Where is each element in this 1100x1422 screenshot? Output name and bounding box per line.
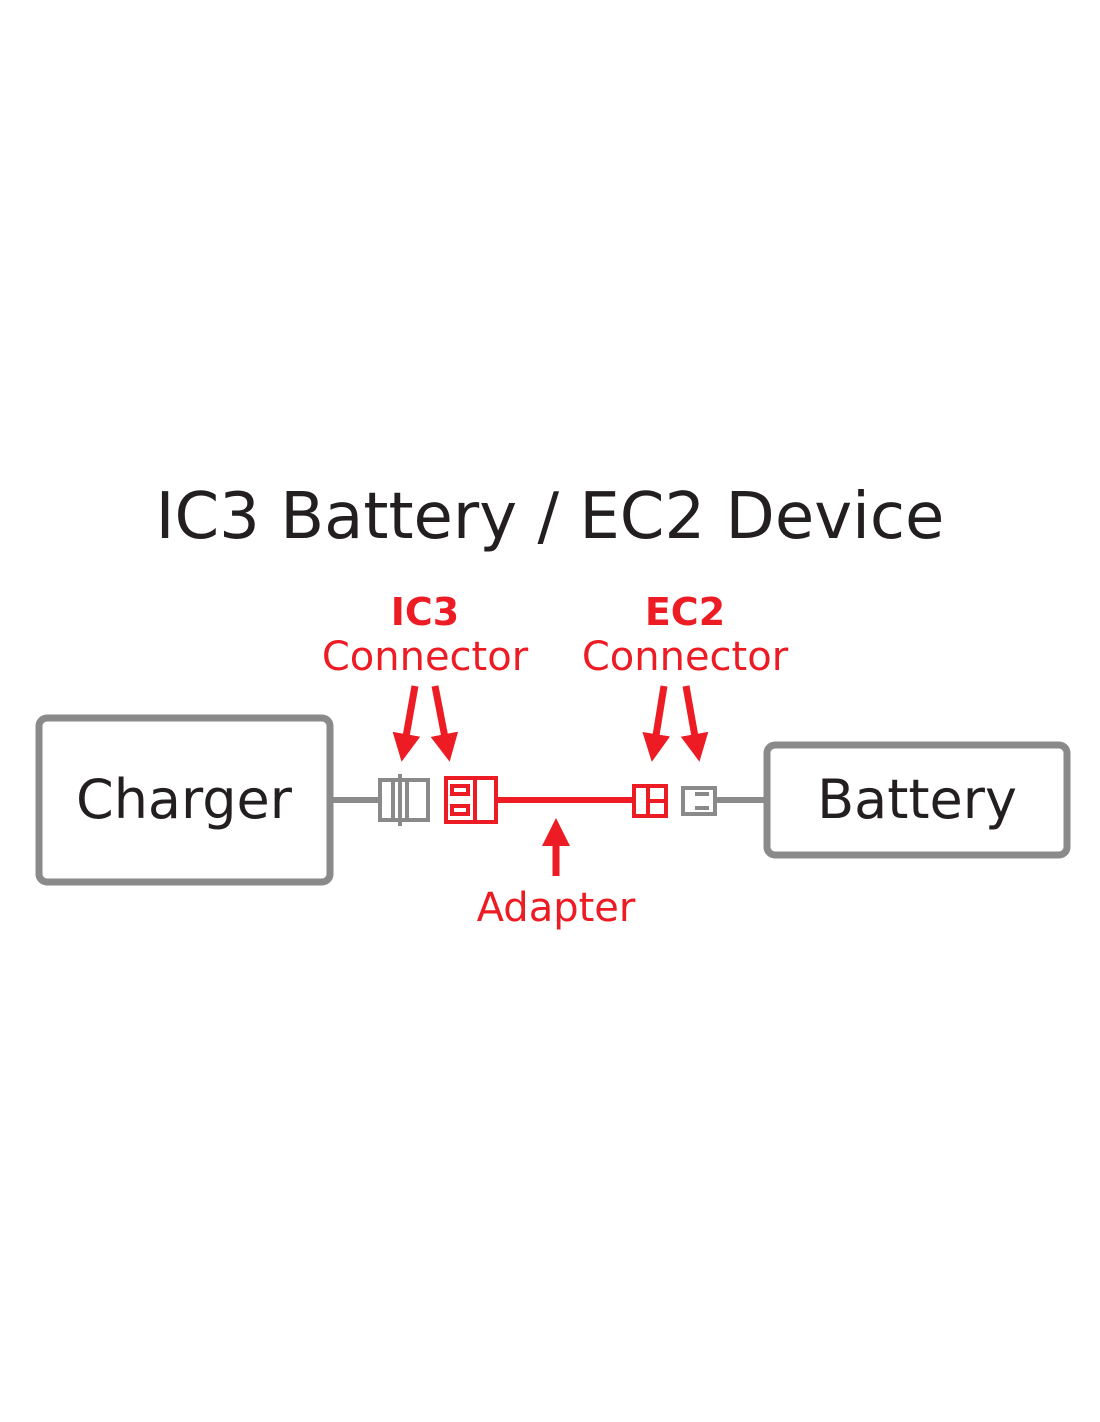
adapter-label: Adapter bbox=[477, 885, 636, 931]
ec2-label: EC2 bbox=[645, 590, 725, 634]
ic3-label: IC3 bbox=[391, 590, 459, 634]
adapter-ec2-connector bbox=[632, 784, 668, 818]
ec2-arrows bbox=[642, 685, 709, 762]
diagram-title: IC3 Battery / EC2 Device bbox=[156, 480, 945, 554]
ic3-connector-caption: Connector bbox=[322, 634, 529, 680]
battery-ec2-connector bbox=[681, 786, 717, 816]
ic3-arrows bbox=[392, 685, 459, 762]
ec2-connector-caption: Connector bbox=[582, 634, 789, 680]
ec2-arrow-left bbox=[642, 685, 671, 762]
charger-ic3-connector bbox=[378, 774, 430, 826]
charger-label: Charger bbox=[76, 768, 293, 831]
battery-label: Battery bbox=[817, 768, 1017, 831]
ec2-arrow-right bbox=[680, 685, 709, 762]
ic3-arrow-right bbox=[430, 685, 459, 762]
ic3-arrow-left bbox=[392, 685, 421, 762]
adapter-ic3-connector bbox=[444, 776, 498, 824]
charger-box bbox=[35, 714, 334, 886]
